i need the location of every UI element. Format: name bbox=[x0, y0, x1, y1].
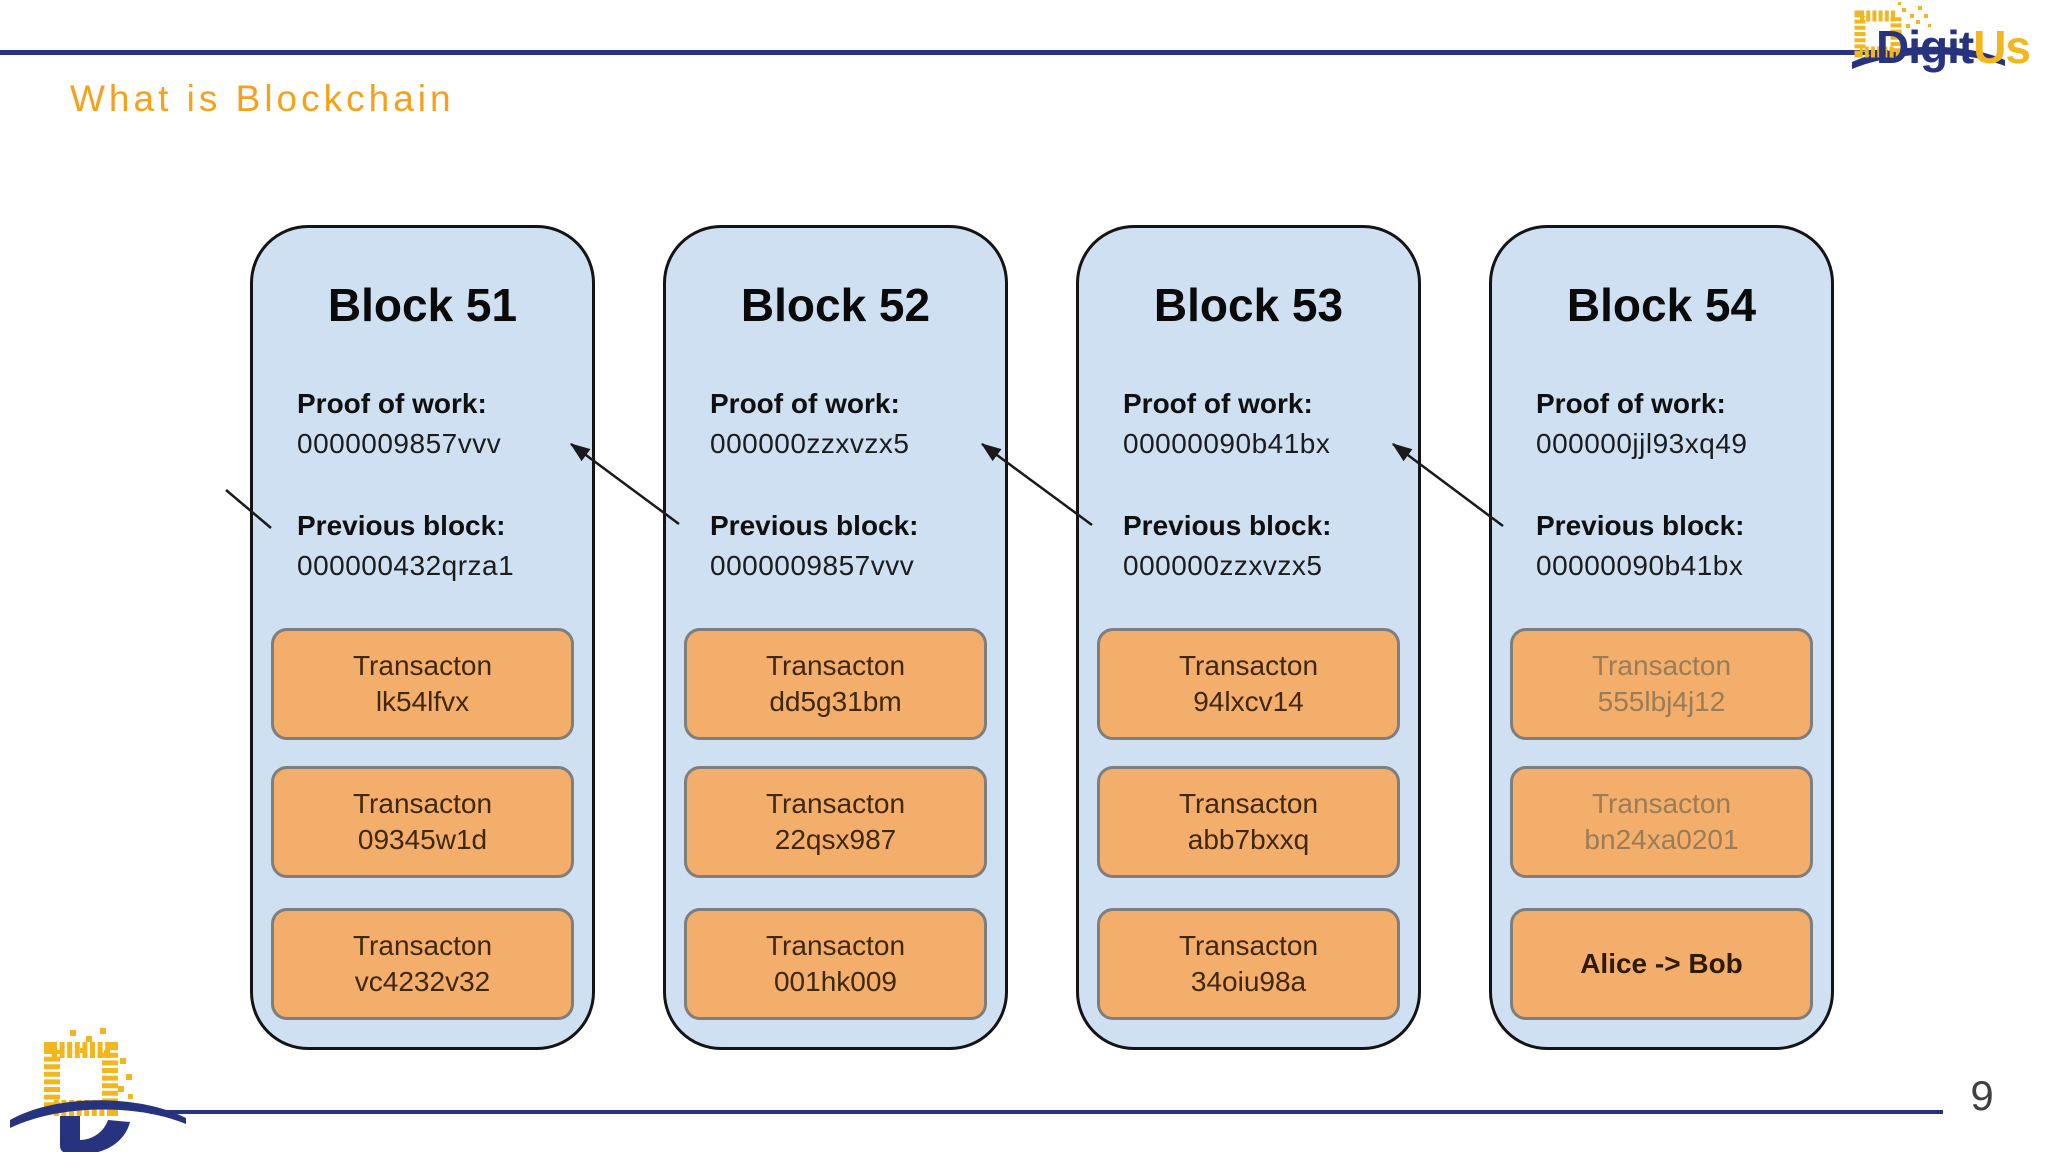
proof-of-work-value: 000000jjl93xq49 bbox=[1536, 428, 1748, 459]
transaction-id: 34oiu98a bbox=[1190, 966, 1307, 997]
transaction-id: 22qsx987 bbox=[774, 824, 897, 855]
previous-block-section: Previous block: 0000009857vvv bbox=[710, 506, 989, 586]
proof-of-work-section: Proof of work: 000000zzxvzx5 bbox=[710, 384, 989, 464]
proof-of-work-label: Proof of work: bbox=[710, 388, 900, 419]
proof-of-work-section: Proof of work: 0000009857vvv bbox=[297, 384, 576, 464]
transaction-box: Transacton 34oiu98a bbox=[1097, 908, 1400, 1020]
transaction-label: Transacton bbox=[765, 930, 906, 961]
previous-block-label: Previous block: bbox=[1536, 510, 1745, 541]
transaction-label: Transacton bbox=[1591, 650, 1732, 681]
block-title: Block 53 bbox=[1153, 279, 1344, 331]
transaction-id: lk54lfvx bbox=[375, 686, 470, 717]
transaction-box: Transacton dd5g31bm bbox=[684, 628, 987, 740]
transaction-box: Transacton bn24xa0201 bbox=[1510, 766, 1813, 878]
transaction-box: Transacton 22qsx987 bbox=[684, 766, 987, 878]
transaction-label: Transacton bbox=[352, 788, 493, 819]
block-title: Block 54 bbox=[1566, 279, 1757, 331]
transaction-id: 09345w1d bbox=[357, 824, 488, 855]
previous-block-value: 0000009857vvv bbox=[710, 550, 915, 581]
block-54-card: Block 54 Proof of work: 000000jjl93xq49 … bbox=[1489, 225, 1834, 1050]
transaction-label: Alice -> Bob bbox=[1580, 948, 1743, 979]
previous-block-label: Previous block: bbox=[297, 510, 506, 541]
digitus-logo-mark-icon bbox=[1852, 2, 2005, 69]
transaction-label: Transacton bbox=[352, 650, 493, 681]
transaction-label: Transacton bbox=[1178, 930, 1319, 961]
block-52-card: Block 52 Proof of work: 000000zzxvzx5 Pr… bbox=[663, 225, 1008, 1050]
transaction-label: Transacton bbox=[1178, 650, 1319, 681]
previous-block-label: Previous block: bbox=[1123, 510, 1332, 541]
top-divider-line bbox=[0, 50, 1888, 55]
digitus-logo-text: DigitUs bbox=[1876, 20, 2031, 74]
proof-of-work-value: 000000zzxvzx5 bbox=[710, 428, 910, 459]
transaction-box: Transacton 09345w1d bbox=[271, 766, 574, 878]
previous-block-value: 00000090b41bx bbox=[1536, 550, 1744, 581]
page-number: 9 bbox=[1970, 1072, 1994, 1119]
transaction-id: 001hk009 bbox=[773, 966, 897, 997]
transaction-label: Transacton bbox=[352, 930, 493, 961]
transaction-label: Transacton bbox=[765, 788, 906, 819]
bottom-divider-line bbox=[150, 1110, 1943, 1114]
proof-of-work-section: Proof of work: 000000jjl93xq49 bbox=[1536, 384, 1815, 464]
previous-block-label: Previous block: bbox=[710, 510, 919, 541]
transaction-box-alice-bob: Alice -> Bob bbox=[1510, 908, 1813, 1020]
transaction-id: dd5g31bm bbox=[769, 686, 902, 717]
block-51-card: Block 51 Proof of work: 0000009857vvv Pr… bbox=[250, 225, 595, 1050]
previous-block-value: 000000zzxvzx5 bbox=[1123, 550, 1323, 581]
block-title: Block 51 bbox=[327, 279, 518, 331]
proof-of-work-label: Proof of work: bbox=[297, 388, 487, 419]
transaction-label: Transacton bbox=[1591, 788, 1732, 819]
proof-of-work-label: Proof of work: bbox=[1536, 388, 1726, 419]
previous-block-section: Previous block: 00000090b41bx bbox=[1536, 506, 1815, 586]
transaction-id: 94lxcv14 bbox=[1193, 686, 1304, 717]
transaction-box: Transacton 555lbj4j12 bbox=[1510, 628, 1813, 740]
transaction-box: Transacton vc4232v32 bbox=[271, 908, 574, 1020]
transaction-label: Transacton bbox=[765, 650, 906, 681]
transaction-id: vc4232v32 bbox=[354, 966, 491, 997]
transaction-box: Transacton 001hk009 bbox=[684, 908, 987, 1020]
block-title: Block 52 bbox=[740, 279, 931, 331]
previous-block-section: Previous block: 000000zzxvzx5 bbox=[1123, 506, 1402, 586]
transaction-box: Transacton 94lxcv14 bbox=[1097, 628, 1400, 740]
slide-title: What is Blockchain bbox=[70, 78, 455, 119]
proof-of-work-value: 00000090b41bx bbox=[1123, 428, 1331, 459]
digitus-footer-logo-icon bbox=[8, 1024, 198, 1155]
previous-block-value: 000000432qrza1 bbox=[297, 550, 515, 581]
block-53-card: Block 53 Proof of work: 00000090b41bx Pr… bbox=[1076, 225, 1421, 1050]
transaction-id: abb7bxxq bbox=[1187, 824, 1310, 855]
previous-block-section: Previous block: 000000432qrza1 bbox=[297, 506, 576, 586]
proof-of-work-value: 0000009857vvv bbox=[297, 428, 502, 459]
transaction-id: bn24xa0201 bbox=[1584, 824, 1739, 855]
logo-digit-text: Digit bbox=[1876, 21, 1974, 73]
logo-us-text: Us bbox=[1973, 21, 2031, 73]
transaction-box: Transacton lk54lfvx bbox=[271, 628, 574, 740]
digitus-logo: DigitUs bbox=[1850, 0, 2048, 84]
transaction-box: Transacton abb7bxxq bbox=[1097, 766, 1400, 878]
proof-of-work-section: Proof of work: 00000090b41bx bbox=[1123, 384, 1402, 464]
transaction-label: Transacton bbox=[1178, 788, 1319, 819]
transaction-id: 555lbj4j12 bbox=[1597, 686, 1726, 717]
proof-of-work-label: Proof of work: bbox=[1123, 388, 1313, 419]
